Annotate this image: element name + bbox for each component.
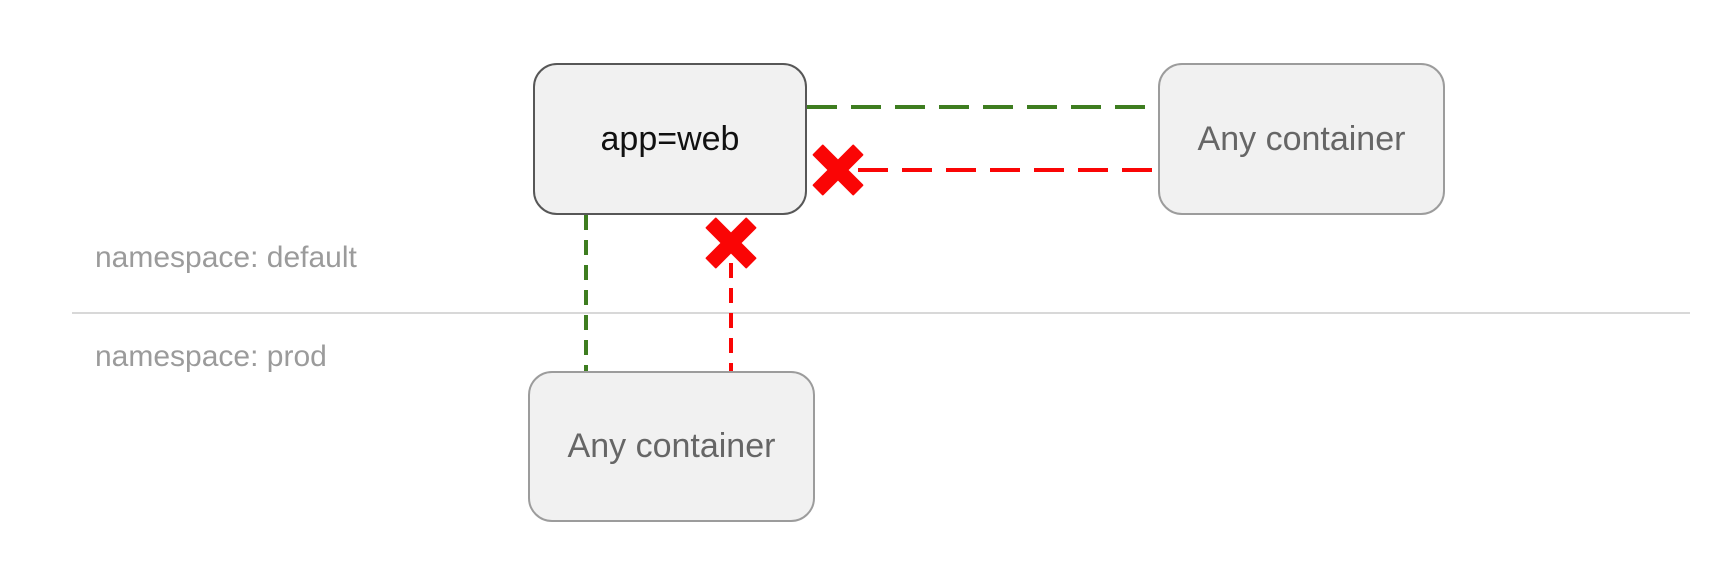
namespace-boundary-divider bbox=[72, 312, 1690, 314]
namespace-default-label: namespace: default bbox=[95, 241, 357, 274]
node-any-container-prod-label: Any container bbox=[567, 427, 776, 465]
node-app-web-label: app=web bbox=[600, 119, 740, 158]
namespace-prod-label: namespace: prod bbox=[95, 340, 327, 373]
blocked-x-icon bbox=[812, 144, 864, 196]
node-app-web: app=web bbox=[533, 63, 807, 215]
blocked-traffic-edge-horizontal bbox=[858, 168, 1158, 172]
node-any-container-default: Any container bbox=[1158, 63, 1445, 215]
node-any-container-default-label: Any container bbox=[1197, 119, 1406, 158]
node-any-container-prod: Any container bbox=[528, 371, 815, 522]
allowed-traffic-edge-horizontal bbox=[807, 105, 1158, 109]
blocked-x-icon bbox=[705, 217, 757, 269]
blocked-traffic-edge-vertical bbox=[729, 263, 733, 373]
allowed-traffic-edge-vertical bbox=[584, 215, 588, 371]
